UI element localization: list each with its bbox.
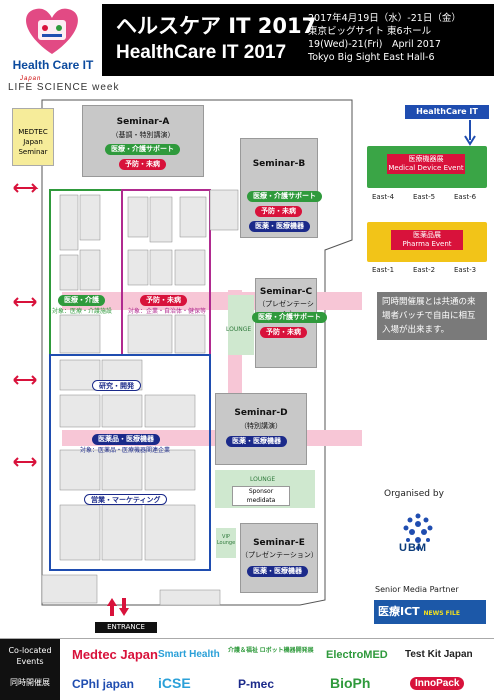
colocated-label-jp: 同時開催展 <box>10 678 50 687</box>
legend-title: HealthCare IT <box>405 105 489 119</box>
title-jp: ヘルスケア IT 2017 <box>116 14 317 38</box>
seminar-e-title: Seminar-E <box>253 538 305 548</box>
seminar-c-title: Seminar-C <box>259 287 313 297</box>
east-1: East-1 <box>372 266 395 274</box>
senior-media-partner: Senior Media Partner <box>375 585 459 594</box>
seminar-a-sub: （基調・特別講演） <box>111 131 175 139</box>
east-5: East-5 <box>413 193 436 201</box>
title-en: HealthCare IT 2017 <box>116 42 287 63</box>
pharma-event-inner: 医薬品展 Pharma Event <box>391 230 463 250</box>
lounge-1-label: LOUNGE <box>226 326 252 333</box>
vip-lounge: VIP Lounge <box>216 528 236 558</box>
seminar-a-tag-prev: 予防・未病 <box>119 159 166 170</box>
header: Health Care IT ヘルスケア IT 2017 HealthCare … <box>0 0 494 78</box>
entrance-label: ENTRANCE <box>95 622 157 633</box>
heart-logo-icon <box>26 8 78 54</box>
medtec-seminar: MEDTEC Japan Seminar <box>12 108 54 166</box>
ict-news-file-logo: 医療ICT NEWS FILE <box>374 600 486 624</box>
east-3: East-3 <box>454 266 477 274</box>
seminar-b-tag-care: 医療・介護サポート <box>247 191 322 202</box>
seminar-d-tag-pharma: 医薬・医療機器 <box>226 436 287 447</box>
electromed-logo: ElectroMED <box>326 649 388 661</box>
venue-en: Tokyo Big Sight East Hall-6 <box>308 52 435 63</box>
bioph-logo: BioPh <box>330 675 371 691</box>
seminar-c: Seminar-C （プレゼンテーション） 医療・介護サポート 予防・未病 <box>252 278 327 368</box>
legend-arrow-icon <box>464 120 476 146</box>
pharma-zone-label: 医薬品・医療機器 <box>92 434 160 445</box>
seminar-d: Seminar-D （特別講演） 医薬・医療機器 <box>215 393 307 465</box>
pharma-event-jp: 医薬品展 <box>413 231 441 239</box>
seminar-b-tag-prev: 予防・未病 <box>255 206 302 217</box>
device-event-jp: 医療機器展 <box>408 155 444 163</box>
date-jp: 2017年4月19日（水）-21日（金） <box>308 13 461 24</box>
sponsor-label: Sponsor <box>248 488 274 495</box>
colocated-label-en: Co-located Events <box>8 646 52 666</box>
pharma-event-box: 医薬品展 Pharma Event <box>367 222 487 262</box>
rd-label: 研究・開発 <box>92 380 141 391</box>
ubm-text: UBM <box>399 542 428 554</box>
healthcare-it-logo: Health Care IT <box>4 4 102 74</box>
title-band: ヘルスケア IT 2017 HealthCare IT 2017 2017年4月… <box>102 4 494 76</box>
logo-text: Health Care IT <box>12 58 94 72</box>
sponsor-name: medidata <box>246 497 276 504</box>
seminar-d-sub: （特別講演） <box>240 422 282 430</box>
side-arrows <box>13 183 39 467</box>
pharma-zone-border <box>49 354 211 571</box>
device-event-en: Medical Device Event <box>388 164 464 172</box>
footer: Co-located Events 同時開催展 Medtec Japan Sma… <box>0 638 494 700</box>
seminar-a-tag-care: 医療・介護サポート <box>105 144 180 155</box>
organised-by: Organised by <box>384 489 444 499</box>
ict-sub: NEWS FILE <box>423 610 460 617</box>
shared-badge-note: 同時開催展とは共通の来場者バッチで自由に相互入場が出来ます。 <box>377 292 487 340</box>
vip-lounge-label: VIP Lounge <box>216 534 236 546</box>
seminar-e-sub: （プレゼンテーション） <box>241 551 318 559</box>
care-zone-label: 医療・介護 <box>58 295 105 306</box>
innopack-logo: InnoPack <box>410 677 465 690</box>
lounge-area-1 <box>228 295 254 355</box>
lsw-name: LIFE SCIENCE week <box>8 82 120 93</box>
sales-label: 営業・マーケティング <box>84 494 168 505</box>
pharma-event-en: Pharma Event <box>402 240 452 248</box>
ubm-logo-icon <box>403 513 433 550</box>
prevention-zone-label: 予防・未病 <box>140 295 187 306</box>
medtec-logo: Medtec Japan <box>72 647 158 662</box>
lounge-2-label: LOUNGE <box>250 476 276 483</box>
pharma-zone-sub: 対象：医薬品・医療機器関連企業 <box>80 447 171 454</box>
entrance-arrows <box>107 598 129 616</box>
device-event-box: 医療機器展 Medical Device Event <box>367 146 487 188</box>
smart-health-logo: Smart Health <box>158 649 220 660</box>
cphi-logo: CPhI japan <box>72 677 135 691</box>
seminar-a: Seminar-A （基調・特別講演） 医療・介護サポート 予防・未病 <box>82 105 204 177</box>
east-6: East-6 <box>454 193 477 201</box>
east-2: East-2 <box>413 266 436 274</box>
pmec-logo: P-mec <box>238 677 275 691</box>
testkit-logo: Test Kit Japan <box>405 649 473 660</box>
date-en: 19(Wed)-21(Fri) April 2017 <box>308 39 441 50</box>
seminar-e: Seminar-E （プレゼンテーション） 医薬・医療機器 <box>240 523 318 593</box>
seminar-c-tag-care: 医療・介護サポート <box>252 312 327 323</box>
colocated-label: Co-located Events 同時開催展 <box>0 639 60 700</box>
seminar-b: Seminar-B 医療・介護サポート 予防・未病 医薬・医療機器 <box>240 138 322 238</box>
seminar-c-tag-prev: 予防・未病 <box>260 327 307 338</box>
ict-name: 医療ICT <box>378 605 420 618</box>
seminar-a-title: Seminar-A <box>116 117 170 127</box>
care-robot-logo: 介護＆福祉 ロボット機器開発展 <box>228 648 314 654</box>
venue-jp: 東京ビッグサイト 東6ホール <box>308 26 432 37</box>
care-zone-sub: 対象：医療・介護施設 <box>52 308 113 315</box>
device-event-inner: 医療機器展 Medical Device Event <box>387 154 465 174</box>
medtec-seminar-label: MEDTEC Japan Seminar <box>18 128 48 156</box>
seminar-b-title: Seminar-B <box>252 159 306 169</box>
icse-logo: iCSE <box>158 675 191 691</box>
seminar-d-title: Seminar-D <box>234 408 288 418</box>
sponsor-box: Sponsor medidata <box>232 486 290 506</box>
prevention-zone-sub: 対象：企業・自治体・健保等 <box>128 308 207 315</box>
event-info: 2017年4月19日（水）-21日（金） 東京ビッグサイト 東6ホール 19(W… <box>308 12 461 64</box>
east-4: East-4 <box>372 193 395 201</box>
life-science-week-logo: Japan LIFE SCIENCE week <box>8 76 120 93</box>
seminar-b-tag-pharma: 医薬・医療機器 <box>249 221 310 232</box>
lsw-japan: Japan <box>20 76 42 82</box>
seminar-e-tag-pharma: 医薬・医療機器 <box>247 566 308 577</box>
